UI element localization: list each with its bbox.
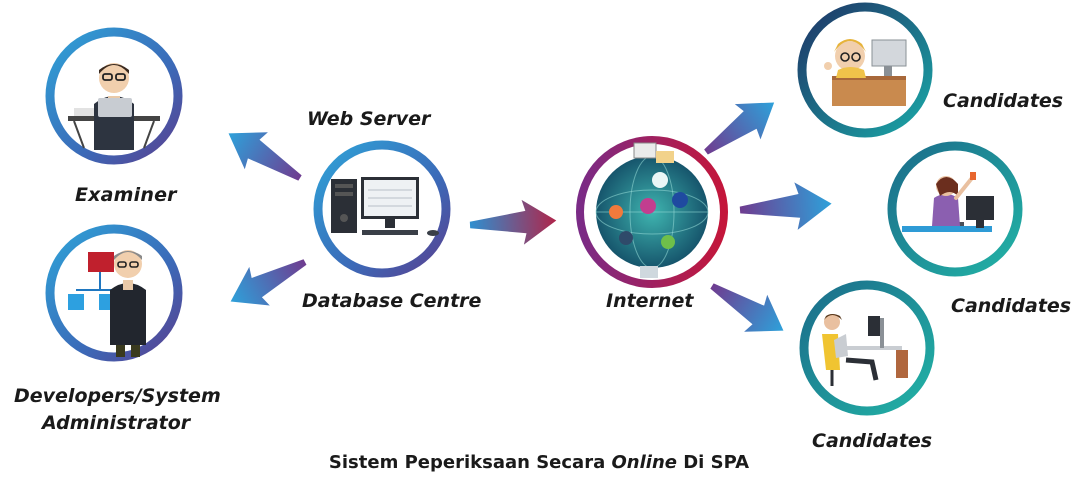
examiner-node	[45, 27, 183, 165]
diagram-caption: Sistem Peperiksaan Secara Online Di SPA	[0, 452, 1078, 473]
developers-node	[45, 224, 183, 362]
internet-node	[576, 136, 728, 288]
candidates-label-3: Candidates	[812, 430, 932, 452]
candidate-node-1	[797, 2, 933, 138]
database-node	[313, 140, 451, 278]
developer-avatar-icon	[68, 250, 146, 357]
caption-italic: Online	[611, 452, 677, 473]
caption-part1: Sistem Peperiksaan Secara	[328, 452, 612, 473]
candidates-label-2: Candidates	[951, 295, 1071, 317]
examiner-label: Examiner	[75, 184, 178, 206]
web-server-label: Web Server	[307, 108, 432, 130]
candidate-node-2	[887, 141, 1023, 277]
internet-globe-icon	[595, 142, 709, 278]
arrow-to-internet	[468, 198, 558, 248]
arrow-to-candidate-3	[700, 267, 796, 350]
candidate-node-3	[799, 280, 935, 416]
candidate-desk-icon	[902, 172, 994, 232]
candidates-label-1: Candidates	[943, 90, 1063, 112]
candidate-desk-icon	[824, 39, 907, 106]
database-centre-label: Database Centre	[302, 290, 482, 312]
candidate-desk-icon	[822, 314, 908, 386]
arrow-to-candidate-1	[693, 84, 787, 170]
developers-label-line2: Administrator	[40, 412, 192, 434]
developers-label-line1: Developers/System	[14, 385, 221, 407]
examiner-avatar-icon	[68, 63, 160, 150]
caption-part2: Di SPA	[676, 452, 750, 473]
internet-label: Internet	[606, 290, 694, 312]
arrow-to-candidate-2	[738, 179, 834, 234]
database-computer-icon	[331, 177, 439, 236]
arrow-to-examiner	[216, 114, 312, 197]
